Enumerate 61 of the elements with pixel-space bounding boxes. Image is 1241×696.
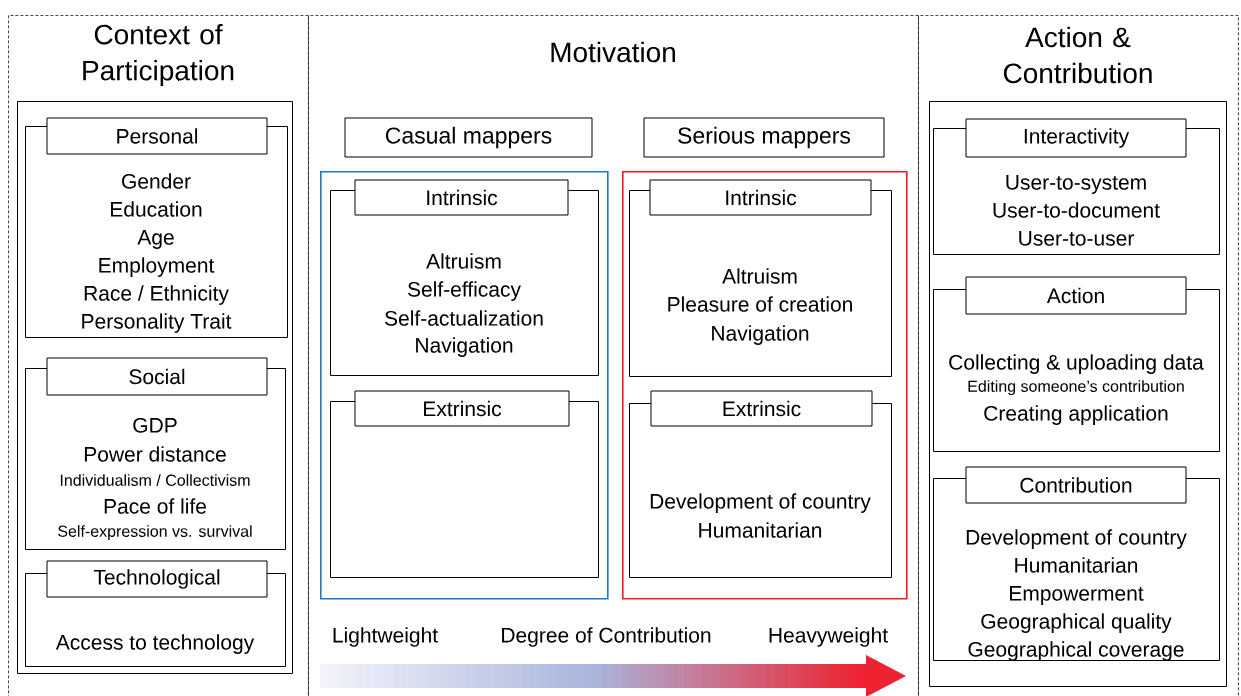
scale-label: Lightweight bbox=[333, 627, 438, 647]
item-text: Employment bbox=[99, 257, 215, 277]
group-box bbox=[25, 357, 286, 550]
item-text: Humanitarian bbox=[1015, 557, 1138, 573]
item-text: Self-actualization bbox=[385, 310, 543, 326]
item-text: User-to-document bbox=[993, 202, 1160, 218]
item-text: Navigation bbox=[416, 337, 513, 357]
heading-box: Casual mappers bbox=[344, 117, 593, 158]
scale-label: Heavyweight bbox=[769, 627, 888, 647]
item-text: Age bbox=[137, 230, 174, 249]
item-text: Gender bbox=[122, 173, 191, 189]
scale-label: Degree of Contribution bbox=[502, 627, 711, 647]
heading-tab: Extrinsic bbox=[650, 390, 873, 427]
item-text: GDP bbox=[133, 417, 177, 433]
group-box bbox=[25, 560, 286, 667]
item-text: Editing someone’s contribution bbox=[968, 380, 1184, 396]
item-text: Individualism / Collectivism bbox=[60, 474, 250, 486]
item-text: User-to-system bbox=[1006, 175, 1146, 194]
item-text: Creating application bbox=[984, 405, 1168, 425]
heading-box: Serious mappers bbox=[643, 117, 885, 158]
group-box bbox=[933, 118, 1220, 255]
group-box bbox=[330, 390, 599, 578]
frame-box bbox=[320, 171, 609, 600]
heading-tab: Personal bbox=[46, 117, 268, 155]
group-box bbox=[629, 179, 892, 377]
heading-tab: Social bbox=[46, 357, 268, 396]
frame-box bbox=[622, 171, 908, 600]
item-text: Development of country bbox=[966, 529, 1187, 549]
item-text: Collecting & uploading data bbox=[949, 354, 1204, 374]
item-text: Pace of life bbox=[104, 498, 206, 514]
frame-box bbox=[17, 101, 293, 674]
heading-tab: Action bbox=[965, 276, 1187, 315]
item-text: Geographical coverage bbox=[968, 641, 1184, 661]
item-text: Navigation bbox=[712, 325, 809, 345]
heading-tab: Technological bbox=[46, 560, 268, 598]
heading-tab: Interactivity bbox=[965, 118, 1187, 158]
heading-tab: Contribution bbox=[965, 466, 1187, 504]
group-box bbox=[933, 466, 1220, 661]
item-text: Altruism bbox=[722, 268, 797, 284]
item-text: Empowerment bbox=[1010, 586, 1144, 605]
group-box bbox=[629, 390, 892, 578]
item-text: Self-efficacy bbox=[407, 281, 521, 301]
item-text: Humanitarian bbox=[699, 522, 822, 538]
group-box bbox=[933, 276, 1220, 452]
item-text: Power distance bbox=[84, 446, 226, 462]
item-text: Geographical quality bbox=[981, 613, 1172, 633]
item-text: Altruism bbox=[426, 253, 501, 269]
item-text: Development of country bbox=[650, 493, 871, 513]
group-box bbox=[330, 179, 599, 376]
item-text: Access to technology bbox=[55, 634, 255, 654]
heading-tab: Intrinsic bbox=[354, 179, 569, 216]
frame-box bbox=[929, 101, 1227, 687]
item-text: Pleasure of creation bbox=[668, 296, 852, 312]
heading-tab: Intrinsic bbox=[649, 179, 872, 216]
item-text: Personality Trait bbox=[82, 313, 232, 333]
item-text: User-to-user bbox=[1019, 231, 1134, 246]
item-text: Education bbox=[111, 201, 202, 217]
item-text: Race / Ethnicity bbox=[84, 285, 229, 305]
group-box bbox=[25, 117, 288, 338]
heading-tab: Extrinsic bbox=[354, 390, 570, 427]
item-text: Self-expression vs. survival bbox=[58, 525, 252, 541]
